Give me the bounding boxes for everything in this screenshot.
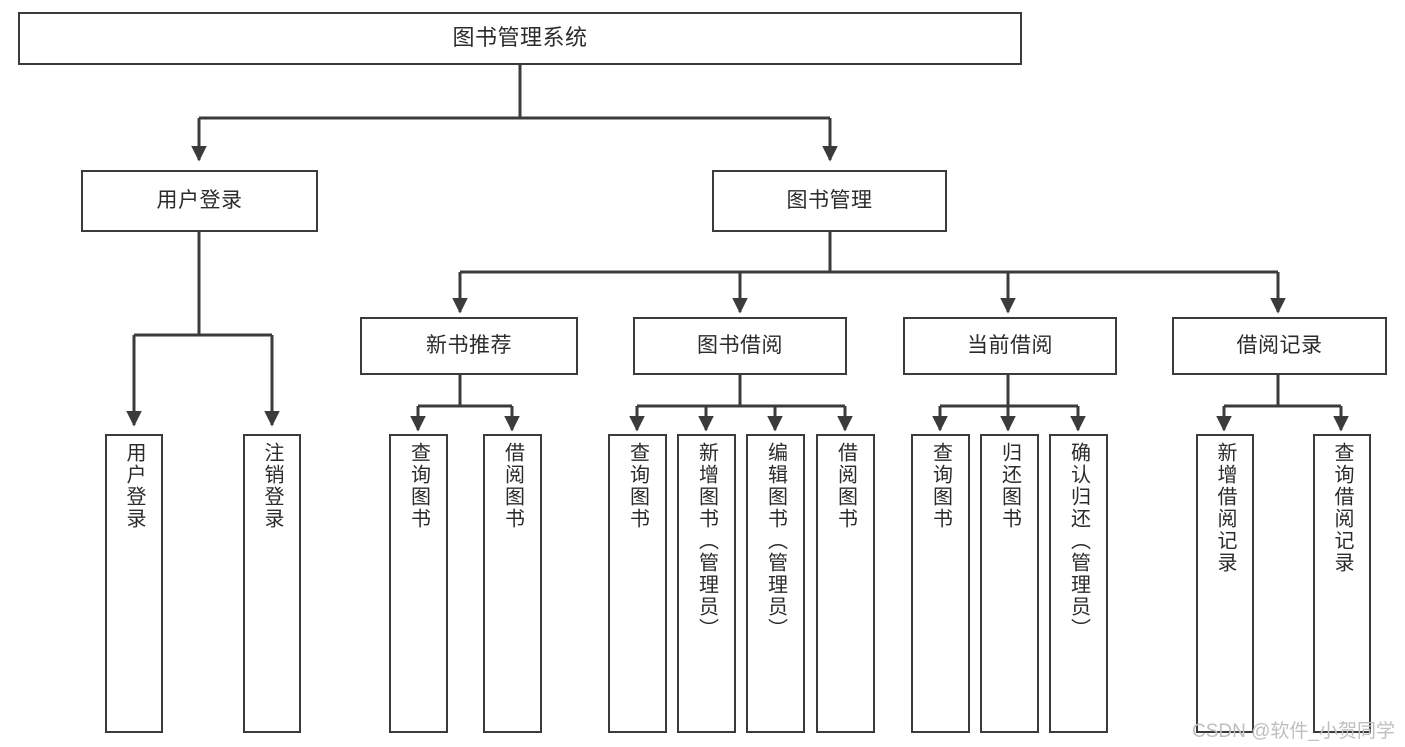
node-leaf-user-login-label: 用户登录 [123, 442, 145, 530]
node-leaf-borrow-book-1[interactable]: 借阅图书 [483, 434, 542, 733]
node-leaf-user-login[interactable]: 用户登录 [105, 434, 163, 733]
node-leaf-edit-book-label: 编辑图书（管理员） [764, 442, 787, 640]
node-current-borrow-label: 当前借阅 [967, 334, 1053, 358]
node-leaf-add-record-label: 新增借阅记录 [1214, 442, 1236, 574]
watermark: CSDN @软件_小贺同学 [1192, 721, 1395, 742]
node-leaf-logout-label: 注销登录 [261, 442, 283, 530]
node-leaf-query-record-label: 查询借阅记录 [1331, 442, 1353, 574]
node-leaf-add-book[interactable]: 新增图书（管理员） [677, 434, 736, 733]
node-leaf-borrow-book-2-label: 借阅图书 [834, 442, 857, 530]
node-borrow-record[interactable]: 借阅记录 [1172, 317, 1387, 375]
node-leaf-confirm-return[interactable]: 确认归还（管理员） [1049, 434, 1108, 733]
node-leaf-query-book-3-label: 查询图书 [929, 442, 952, 530]
node-new-book-recommend-label: 新书推荐 [426, 334, 512, 358]
node-leaf-query-book-1-label: 查询图书 [407, 442, 430, 530]
node-book-borrow[interactable]: 图书借阅 [633, 317, 847, 375]
node-leaf-query-book-2[interactable]: 查询图书 [608, 434, 667, 733]
node-leaf-query-book-2-label: 查询图书 [626, 442, 649, 530]
node-leaf-confirm-return-label: 确认归还（管理员） [1067, 442, 1090, 640]
node-leaf-query-book-3[interactable]: 查询图书 [911, 434, 970, 733]
node-leaf-edit-book[interactable]: 编辑图书（管理员） [746, 434, 805, 733]
node-borrow-record-label: 借阅记录 [1236, 334, 1323, 358]
node-book-manage[interactable]: 图书管理 [712, 170, 947, 232]
node-leaf-return-book-label: 归还图书 [998, 442, 1021, 530]
node-new-book-recommend[interactable]: 新书推荐 [360, 317, 578, 375]
node-book-borrow-label: 图书借阅 [697, 334, 783, 358]
node-leaf-query-book-1[interactable]: 查询图书 [389, 434, 448, 733]
node-leaf-query-record[interactable]: 查询借阅记录 [1313, 434, 1371, 733]
node-leaf-add-book-label: 新增图书（管理员） [695, 442, 718, 640]
node-current-borrow[interactable]: 当前借阅 [903, 317, 1117, 375]
node-leaf-add-record[interactable]: 新增借阅记录 [1196, 434, 1254, 733]
node-leaf-logout[interactable]: 注销登录 [243, 434, 301, 733]
node-user-login[interactable]: 用户登录 [81, 170, 318, 232]
node-leaf-return-book[interactable]: 归还图书 [980, 434, 1039, 733]
node-root-system[interactable]: 图书管理系统 [18, 12, 1022, 65]
node-book-manage-label: 图书管理 [786, 189, 873, 213]
node-root-system-label: 图书管理系统 [452, 25, 588, 51]
node-leaf-borrow-book-2[interactable]: 借阅图书 [816, 434, 875, 733]
node-leaf-borrow-book-1-label: 借阅图书 [501, 442, 524, 530]
node-user-login-label: 用户登录 [156, 189, 243, 213]
